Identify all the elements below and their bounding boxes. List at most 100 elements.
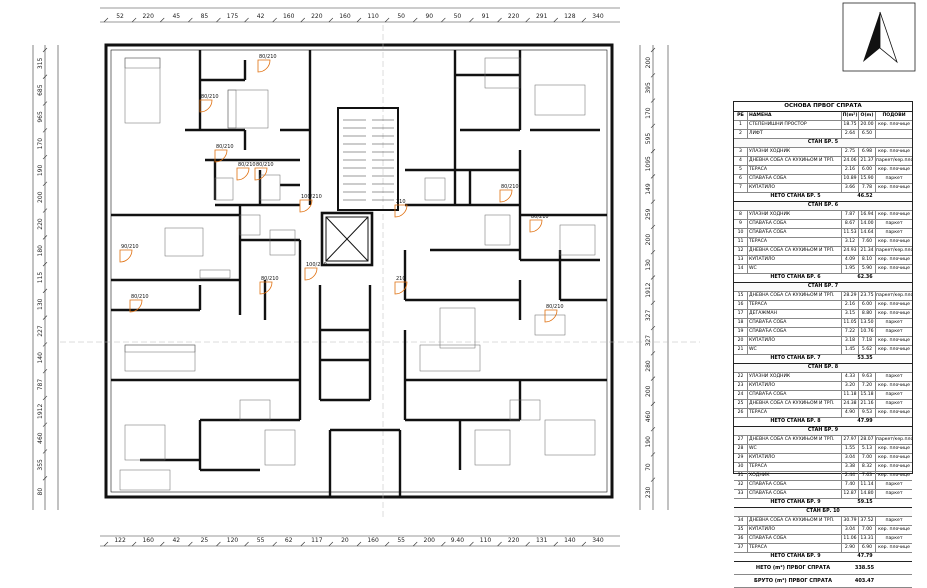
legend-cell: кер. плочице <box>878 347 910 352</box>
dimension-tick <box>42 235 48 240</box>
staircase <box>343 119 394 201</box>
legend-cell: 14.80 <box>859 490 876 498</box>
legend-cell: паркет <box>885 518 903 523</box>
dimension-label: 62 <box>285 537 293 544</box>
dimension-label: 220 <box>311 13 323 20</box>
apartment-net-value: 47.79 <box>857 554 873 559</box>
legend-cell: ЛИФТ <box>748 130 842 138</box>
legend-cell: 15.18 <box>859 391 876 399</box>
dimension-label: 91 <box>482 13 490 20</box>
dimension-tick <box>553 17 558 23</box>
dimension-label: 327 <box>645 335 652 347</box>
legend-cell: 3.20 <box>842 382 859 390</box>
dimension-tick <box>469 541 474 547</box>
dimension-label: 340 <box>592 13 604 20</box>
legend-cell: 4.09 <box>842 256 859 264</box>
legend-cell: кер. плочице <box>878 410 910 415</box>
dimension-label: 85 <box>201 13 209 20</box>
legend-cell: 19 <box>734 328 748 336</box>
legend-cell: 10 <box>734 229 748 237</box>
legend-cell: 28 <box>734 445 748 453</box>
door-size-label: 210 <box>396 276 406 282</box>
apartment-title: СТАН БР. 10 <box>734 508 912 517</box>
dimension-tick <box>103 17 109 23</box>
dimension-label: 1095 <box>645 156 652 171</box>
dimension-label: 42 <box>257 13 265 20</box>
dimension-label: 787 <box>37 379 44 391</box>
legend-cell: кер. плочице <box>878 473 910 478</box>
dimension-tick <box>650 351 656 356</box>
legend-cell: СПАВАЋА СОБА <box>748 175 842 183</box>
dimension-label: 315 <box>37 57 44 69</box>
legend-cell: 13.50 <box>859 319 876 327</box>
legend-cell: WC <box>748 265 842 273</box>
legend-cell: КУПАТИЛО <box>748 184 842 192</box>
apartment-title: СТАН БР. 7 <box>734 283 912 292</box>
dimension-tick <box>42 476 48 481</box>
legend-cell: 3.38 <box>842 463 859 471</box>
legend-cell: ДНЕВНА СОБА СА КУХИЊОМ И ТРП. <box>748 292 842 300</box>
legend-cell: кер. плочице <box>878 122 910 127</box>
dimension-tick <box>650 199 656 204</box>
dimension-label: 200 <box>645 234 652 246</box>
legend-cell: 16 <box>734 301 748 309</box>
dimension-label: 130 <box>37 298 44 310</box>
building-outline <box>104 43 614 499</box>
door-swing <box>499 189 513 203</box>
top-dimension-lines <box>32 7 669 547</box>
legend-cell: СПАВАЋА СОБА <box>748 391 842 399</box>
legend-cell: КУПАТИЛО <box>748 454 842 462</box>
dimension-tick <box>42 208 48 213</box>
legend-cell: 13.31 <box>859 535 876 543</box>
dimension-tick <box>42 261 48 267</box>
legend-cell: 1 <box>734 121 748 129</box>
legend-cell: 9.53 <box>859 409 876 417</box>
door-swing <box>119 249 133 263</box>
dimension-label: 50 <box>454 13 462 20</box>
door-size-label: 100/210 <box>301 194 322 200</box>
dimension-label: 170 <box>37 138 44 150</box>
dimension-tick <box>42 128 48 133</box>
legend-cell: 27.97 <box>842 436 859 444</box>
right-dimensions: 2003951705951095149259200130191232732728… <box>645 47 656 498</box>
legend-cell: 2.75 <box>842 148 859 156</box>
door-size-label: 80/210 <box>256 162 274 168</box>
dimension-tick <box>216 541 221 547</box>
legend-cell: 35 <box>734 526 748 534</box>
dimension-label: 355 <box>37 459 44 471</box>
legend-cell: 7.40 <box>842 481 859 489</box>
legend-cell: 3.18 <box>842 337 859 345</box>
legend-cell: 6.98 <box>859 148 876 156</box>
apartment-net-label: НЕТО СТАНА БР. 6 <box>770 275 821 280</box>
apartment-net-value: 47.99 <box>857 419 873 424</box>
legend-cell: 6.00 <box>859 166 876 174</box>
dimension-label: 200 <box>37 191 44 203</box>
dimension-label: 117 <box>311 537 323 544</box>
dimension-tick <box>413 541 418 547</box>
legend-cell: 25 <box>734 400 748 408</box>
dimension-tick <box>42 181 48 187</box>
legend-cell: 28.29 <box>842 292 859 300</box>
door-size-label: 80/210 <box>259 54 277 60</box>
dimension-label: 595 <box>645 133 652 145</box>
legend-cell: кер. плочице <box>878 239 910 244</box>
legend-cell: 21.16 <box>859 400 876 408</box>
legend-cell: 24.38 <box>842 400 859 408</box>
legend-cell: 26 <box>734 409 748 417</box>
dimension-tick <box>356 541 362 547</box>
dimension-label: 130 <box>645 259 652 271</box>
legend-cell: 3 <box>734 148 748 156</box>
